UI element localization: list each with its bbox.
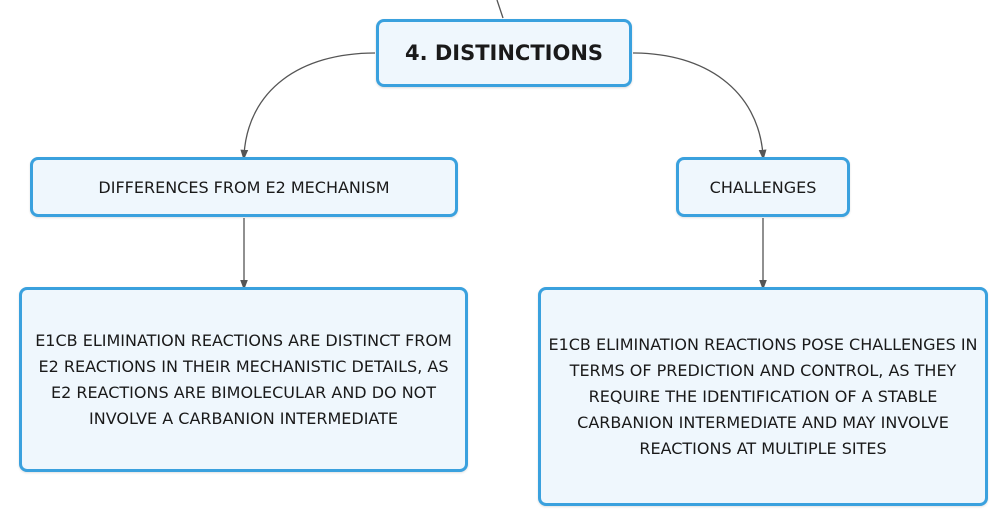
branch-node-differences[interactable]: DIFFERENCES FROM E2 MECHANISM bbox=[30, 157, 458, 217]
connector-root-to-right-branch bbox=[632, 52, 767, 161]
root-node-label: 4. DISTINCTIONS bbox=[404, 41, 604, 65]
detail-node-challenges[interactable]: E1CB ELIMINATION REACTIONS POSE CHALLENG… bbox=[538, 287, 988, 506]
branch-node-label: DIFFERENCES FROM E2 MECHANISM bbox=[98, 177, 390, 197]
detail-node-differences[interactable]: E1CB ELIMINATION REACTIONS ARE DISTINCT … bbox=[19, 287, 468, 472]
connector-parent-to-root bbox=[496, 0, 504, 19]
root-node[interactable]: 4. DISTINCTIONS bbox=[376, 19, 632, 87]
detail-node-text: E1CB ELIMINATION REACTIONS ARE DISTINCT … bbox=[35, 330, 452, 428]
branch-node-challenges[interactable]: CHALLENGES bbox=[676, 157, 850, 217]
detail-node-text: E1CB ELIMINATION REACTIONS POSE CHALLENG… bbox=[548, 334, 978, 458]
branch-node-label: CHALLENGES bbox=[709, 177, 817, 197]
connector-root-to-left-branch bbox=[240, 52, 376, 161]
